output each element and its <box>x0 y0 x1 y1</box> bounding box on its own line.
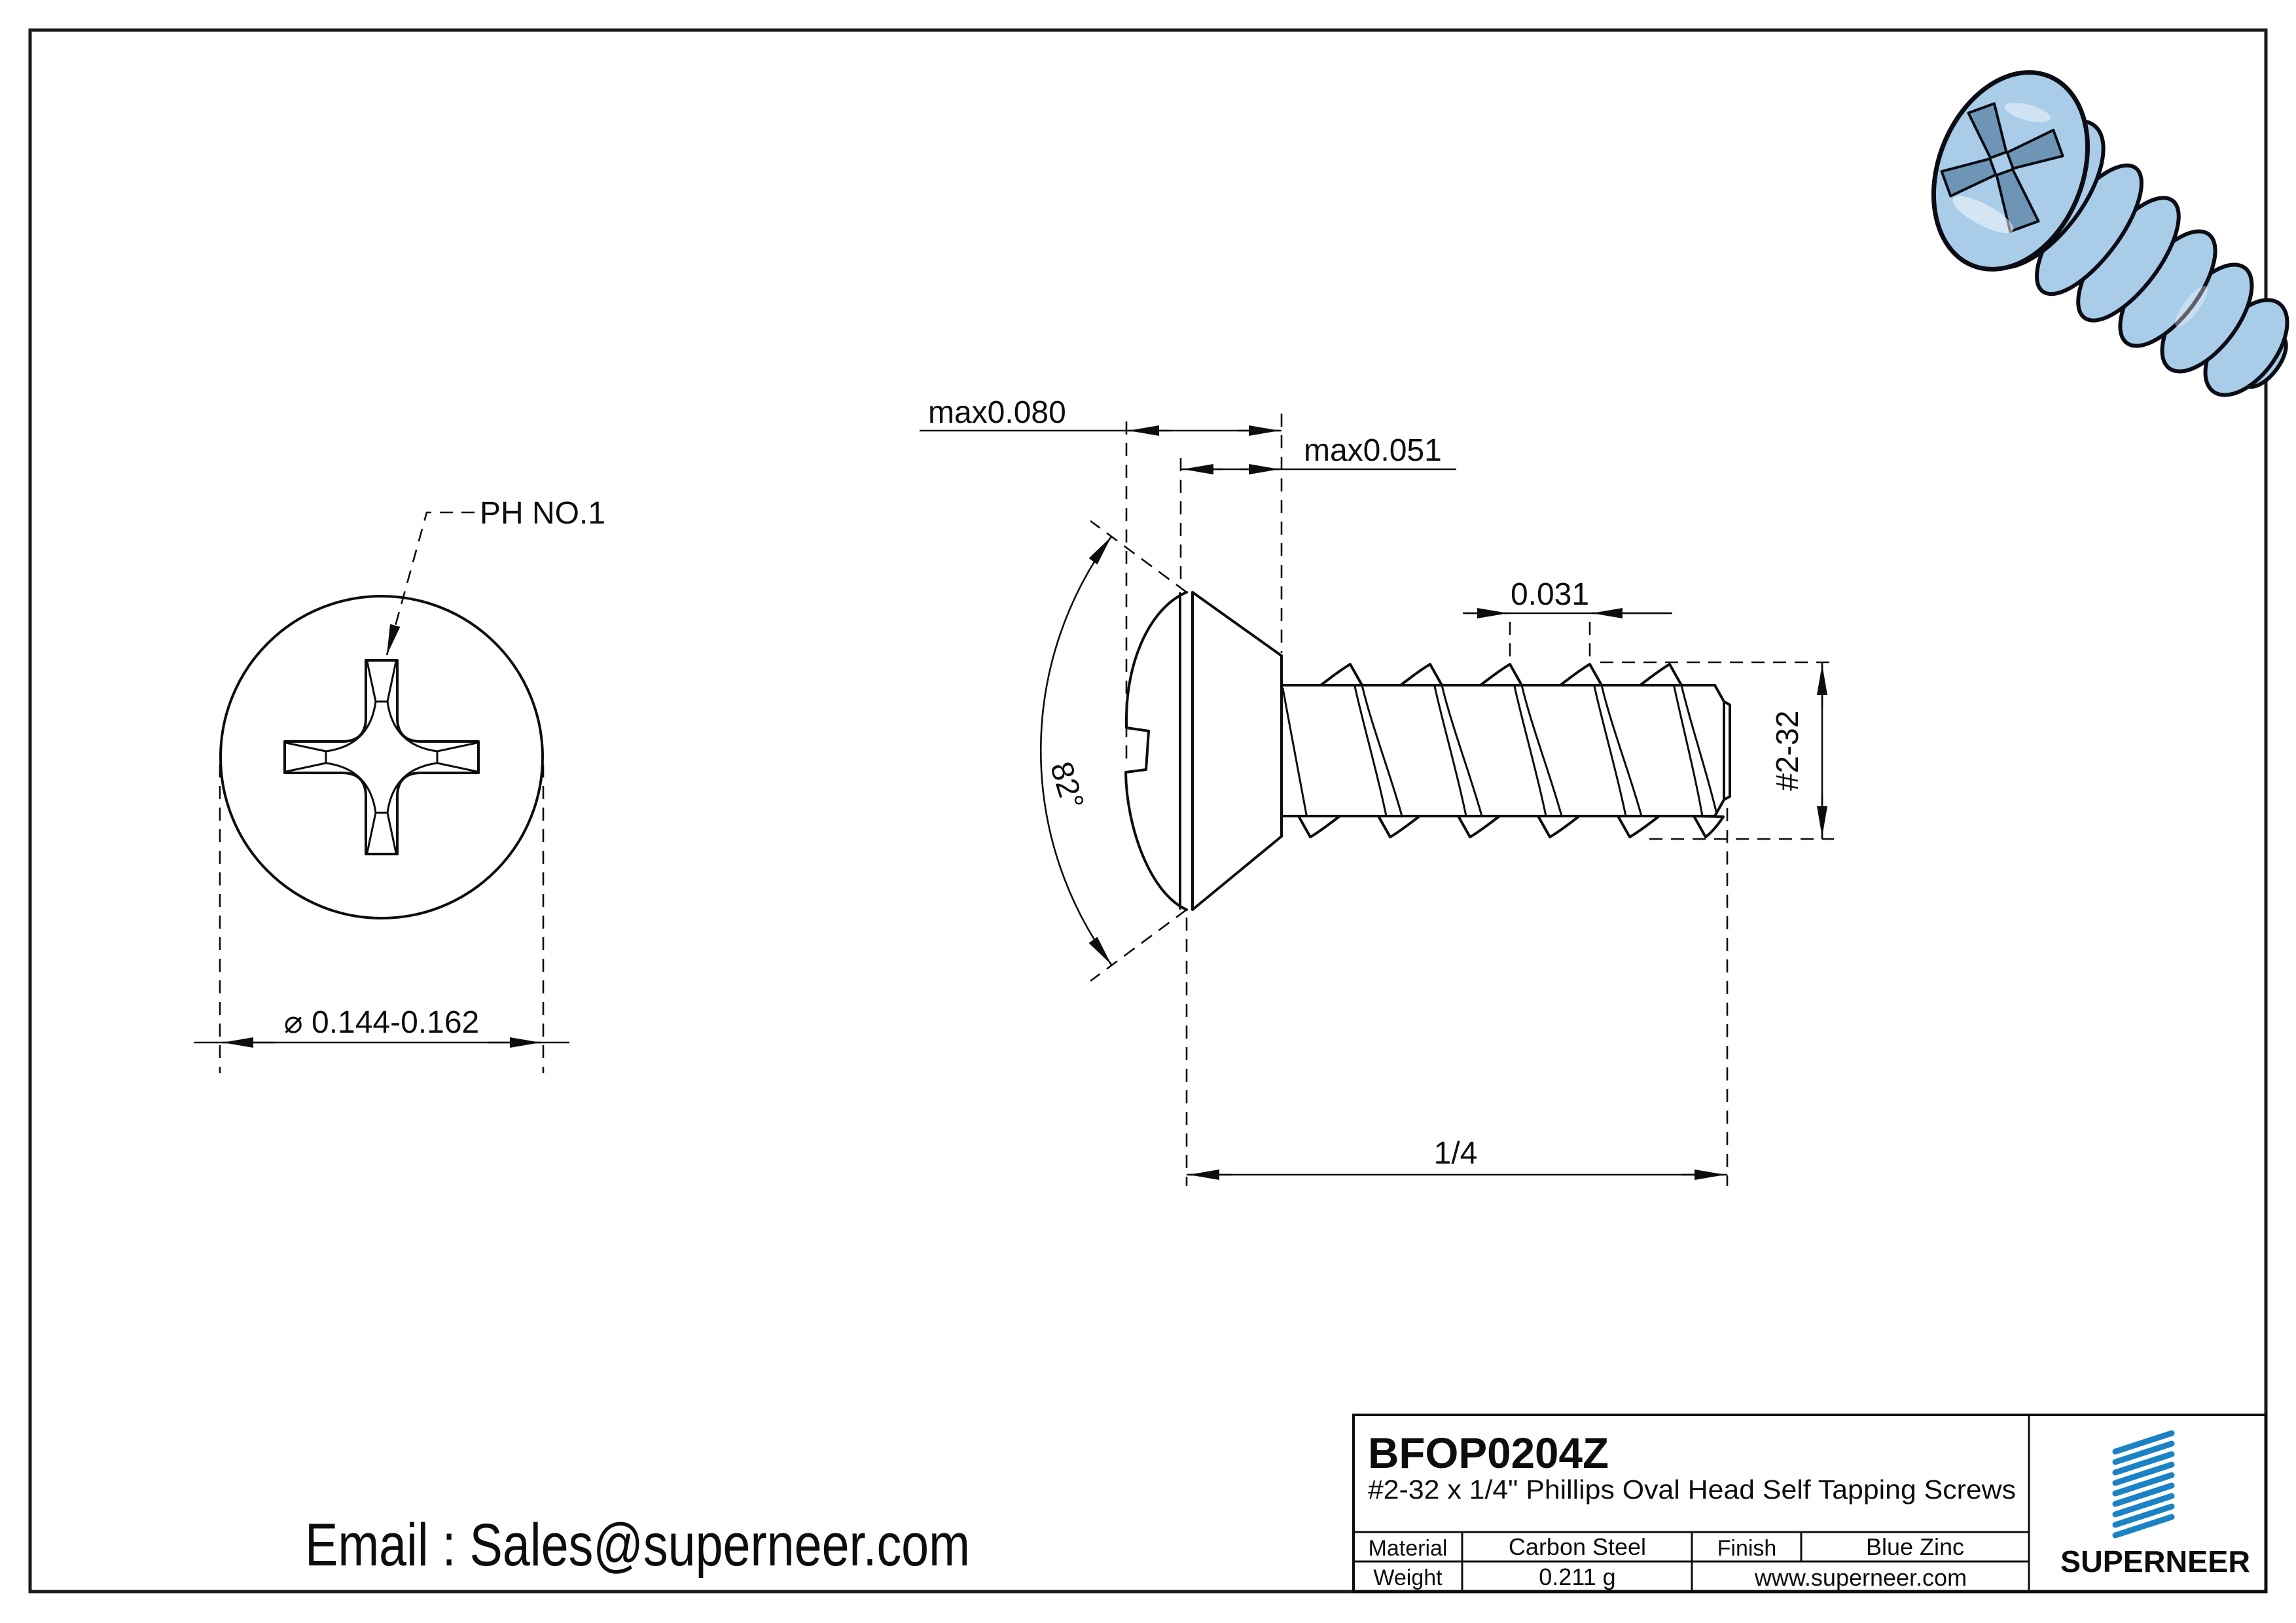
website-link[interactable]: www.superneer.com <box>1754 1564 1967 1591</box>
dim-label-thread-size: #2-32 <box>1770 711 1805 791</box>
dim-label-head-height: max0.080 <box>928 395 1066 430</box>
thread-crests-top <box>1319 663 1683 687</box>
screw-head-profile <box>1124 591 1283 911</box>
screw-tip <box>1713 684 1731 817</box>
dim-label-pitch: 0.031 <box>1511 577 1589 612</box>
dim-label-angle: 82° <box>1043 758 1090 813</box>
head-highlight <box>1952 196 2014 234</box>
title-block-frame <box>1352 1414 2267 1593</box>
front-view: PH NO.1 ⌀ 0.144-0.162 <box>194 496 605 1073</box>
superneer-wordmark: SUPERNEER <box>2060 1544 2250 1578</box>
phillips-cross-inner <box>285 660 478 854</box>
dim-thread-pitch: 0.031 <box>1463 577 1672 660</box>
dim-label-cone-height: max0.051 <box>1304 433 1442 468</box>
part-description: #2-32 x 1/4" Phillips Oval Head Self Tap… <box>1368 1474 2016 1505</box>
shank-core-lines <box>1280 684 1716 817</box>
ext-lines-length <box>1185 808 1729 1186</box>
ext-lines-pitch <box>1509 622 1591 660</box>
diameter-dim-label: ⌀ 0.144-0.162 <box>284 1005 479 1040</box>
title-block: BFOP0204Z #2-32 x 1/4" Phillips Oval Hea… <box>1352 1414 2267 1593</box>
thread-helix-lines <box>1282 663 1717 837</box>
phillips-cross <box>283 659 480 855</box>
head-outline-circle <box>219 595 544 919</box>
head-dome-outline <box>1124 591 1188 911</box>
ext-lines-od <box>1600 661 1834 840</box>
material-label: Material <box>1369 1536 1448 1561</box>
side-view: max0.080 max0.051 0.031 82° <box>920 395 1834 1186</box>
finish-label: Finish <box>1717 1536 1777 1561</box>
dim-thread-size: #2-32 <box>1600 661 1834 840</box>
angle-rays <box>1090 520 1187 982</box>
screw-3d-render <box>1931 70 2289 397</box>
dim-label-length: 1/4 <box>1434 1136 1478 1171</box>
screw-3d-phillips-recess <box>1940 102 2064 233</box>
email-text: Email : Sales@superneer.com <box>305 1512 970 1578</box>
title-block-grid <box>1354 1415 2030 1592</box>
coil-highlight <box>2175 285 2208 327</box>
weight-value: 0.211 g <box>1539 1563 1615 1590</box>
material-value: Carbon Steel <box>1509 1533 1646 1560</box>
diameter-dimension: ⌀ 0.144-0.162 <box>194 764 569 1073</box>
phillips-cross-outer <box>283 659 480 855</box>
recess-label: PH NO.1 <box>480 496 605 531</box>
finish-value: Blue Zinc <box>1866 1533 1964 1560</box>
leader-arrow <box>386 624 401 656</box>
angle-arc <box>1039 536 1113 965</box>
dim-head-angle: 82° <box>1039 520 1187 982</box>
screw-thread-profile <box>1280 663 1731 838</box>
thread-crests-bottom <box>1297 815 1725 838</box>
dim-length: 1/4 <box>1185 808 1729 1186</box>
leader-line <box>390 511 475 641</box>
recess-callout: PH NO.1 <box>386 496 605 656</box>
head-highlight-2 <box>2005 103 2051 122</box>
weight-label: Weight <box>1373 1565 1443 1590</box>
part-number: BFOP0204Z <box>1368 1429 1609 1477</box>
superneer-logo: SUPERNEER <box>2060 1430 2250 1578</box>
superneer-logo-stripes-icon <box>2112 1430 2175 1539</box>
head-apex-lines <box>1179 591 1194 911</box>
page-border <box>28 28 2268 1594</box>
dim-head-height: max0.080 <box>920 395 1283 759</box>
head-cone-outline <box>1191 591 1283 911</box>
dim-cone-height: max0.051 <box>1179 433 1456 588</box>
